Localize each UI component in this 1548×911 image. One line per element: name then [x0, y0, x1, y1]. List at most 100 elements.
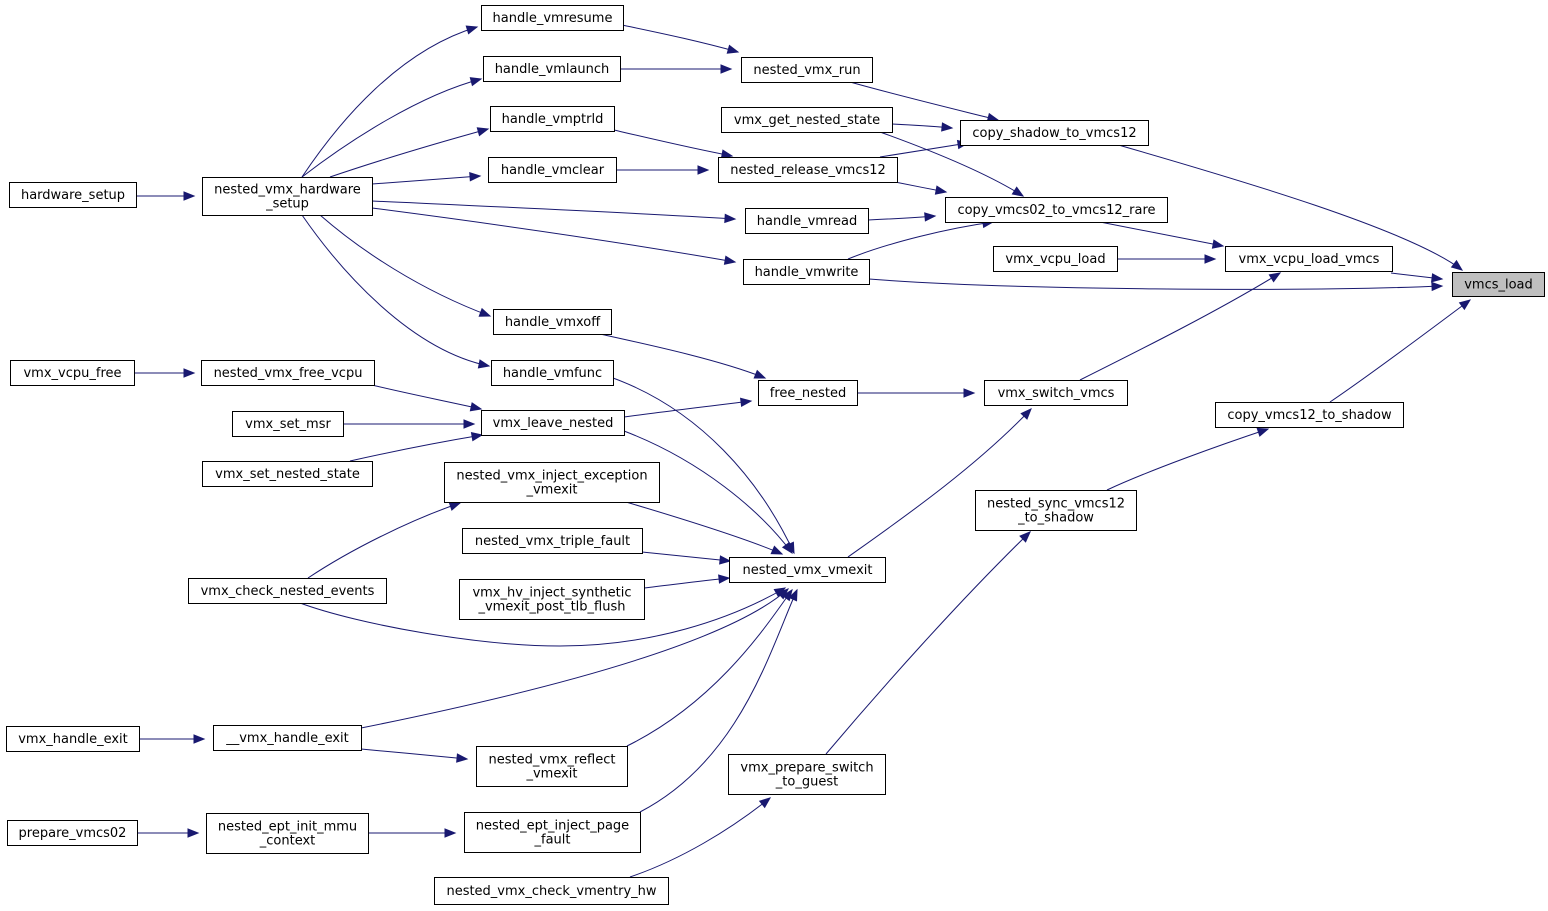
arrow-head-icon	[470, 432, 484, 442]
node-box	[434, 877, 669, 905]
node-box	[459, 579, 645, 620]
node-prepare_vmcs02[interactable]: prepare_vmcs02	[7, 820, 138, 846]
node-label: copy_vmcs02_to_vmcs12_rare	[957, 203, 1155, 218]
node-free_nested[interactable]: free_nested	[758, 380, 858, 406]
edge-nested_sync_vmcs12_to_shadow-to-copy_vmcs12_to_shadow	[1106, 427, 1270, 491]
node-label: vmx_set_nested_state	[215, 467, 360, 482]
node-nested_vmx_run[interactable]: nested_vmx_run	[741, 57, 873, 83]
edge-vmx_set_msr-to-vmx_leave_nested	[343, 419, 476, 429]
arrow-head-icon	[1431, 273, 1444, 283]
node-nested_vmx_triple_fault[interactable]: nested_vmx_triple_fault	[462, 528, 643, 554]
node-copy_vmcs02_to_vmcs12_rare[interactable]: copy_vmcs02_to_vmcs12_rare	[945, 197, 1168, 223]
arrow-head-icon	[463, 419, 476, 429]
node-label: nested_vmx_free_vcpu	[214, 366, 363, 381]
node-label: nested_vmx_check_vmentry_hw	[446, 884, 656, 899]
edge-vmx_hv_inject_synthetic_vmexit_post_tlb_flush-to-nested_vmx_vmexit	[643, 574, 731, 589]
node-vmx_get_nested_state[interactable]: vmx_get_nested_state	[721, 107, 893, 133]
node-label: handle_vmptrld	[502, 112, 604, 127]
node-vmx_leave_nested[interactable]: vmx_leave_nested	[481, 410, 625, 436]
edge-line	[825, 531, 1031, 755]
arrow-head-icon	[1204, 254, 1217, 264]
edge-line	[301, 214, 490, 367]
edge-copy_vmcs02_to_vmcs12_rare-to-vmx_vcpu_load_vmcs	[1099, 221, 1225, 249]
edge-line	[301, 26, 478, 178]
node-handle_vmfunc[interactable]: handle_vmfunc	[491, 360, 614, 386]
node-handle_vmread[interactable]: handle_vmread	[745, 208, 869, 234]
node-nested_vmx_check_vmentry_hw[interactable]: nested_vmx_check_vmentry_hw	[434, 877, 669, 905]
node-vmx_set_nested_state[interactable]: vmx_set_nested_state	[202, 461, 373, 487]
node-vmx_vcpu_free[interactable]: vmx_vcpu_free	[10, 360, 135, 386]
node-nested_vmx_vmexit[interactable]: nested_vmx_vmexit	[729, 557, 886, 583]
node-box	[6, 726, 140, 752]
node-vmcs_load[interactable]: vmcs_load	[1452, 272, 1545, 297]
edge-handle_vmresume-to-nested_vmx_run	[621, 24, 740, 54]
edge-vmx_leave_nested-to-free_nested	[623, 397, 753, 418]
node-copy_shadow_to_vmcs12[interactable]: copy_shadow_to_vmcs12	[960, 120, 1149, 146]
arrow-head-icon	[1256, 427, 1270, 437]
arrow-head-icon	[788, 588, 798, 602]
node-label: handle_vmresume	[493, 11, 613, 26]
node-label: nested_vmx_hardware	[214, 183, 361, 198]
node-box	[232, 411, 344, 437]
node-vmx_set_msr[interactable]: vmx_set_msr	[232, 411, 344, 437]
edge-vmx_switch_vmcs-to-vmx_vcpu_load_vmcs	[1079, 272, 1282, 381]
node-handle_vmresume[interactable]: handle_vmresume	[481, 5, 624, 31]
node-nested_vmx_inject_exception_vmexit[interactable]: nested_vmx_inject_exception_vmexit	[444, 462, 660, 503]
node-nested_release_vmcs12[interactable]: nested_release_vmcs12	[718, 157, 898, 183]
arrow-head-icon	[183, 191, 196, 201]
node-label: vmcs_load	[1464, 278, 1533, 293]
edge-line	[639, 589, 798, 813]
node-hardware_setup[interactable]: hardware_setup	[9, 182, 137, 208]
node-vmx_prepare_switch_to_guest[interactable]: vmx_prepare_switch_to_guest	[728, 754, 886, 795]
edge-vmx_get_nested_state-to-copy_vmcs02_to_vmcs12_rare	[879, 131, 1025, 197]
node-box	[202, 461, 373, 487]
edge-nested_vmx_reflect_vmexit-to-nested_vmx_vmexit	[626, 588, 793, 747]
node-box	[476, 746, 628, 787]
node-label: _to_shadow	[1017, 511, 1094, 526]
edge-line	[623, 430, 793, 554]
node-box	[188, 578, 387, 604]
node-box	[745, 208, 869, 234]
arrow-head-icon	[465, 25, 479, 35]
edge-line	[1329, 299, 1471, 403]
node-nested_sync_vmcs12_to_shadow[interactable]: nested_sync_vmcs12_to_shadow	[975, 490, 1137, 531]
edge-handle_vmwrite-to-copy_vmcs02_to_vmcs12_rare	[847, 218, 995, 260]
node-vmx_check_nested_events[interactable]: vmx_check_nested_events	[188, 578, 387, 604]
node-box	[741, 57, 873, 83]
node-copy_vmcs12_to_shadow[interactable]: copy_vmcs12_to_shadow	[1215, 402, 1404, 428]
arrow-head-icon	[469, 77, 483, 87]
node-handle_vmxoff[interactable]: handle_vmxoff	[493, 309, 612, 335]
node-label: vmx_vcpu_load	[1005, 252, 1105, 267]
node-handle_vmptrld[interactable]: handle_vmptrld	[490, 106, 615, 132]
node-label: vmx_check_nested_events	[201, 584, 375, 599]
node-nested_vmx_reflect_vmexit[interactable]: nested_vmx_reflect_vmexit	[476, 746, 628, 787]
edge-nested_ept_init_mmu_context-to-nested_ept_inject_page_fault	[367, 828, 457, 838]
node-vmx_hv_inject_synthetic_vmexit_post_tlb_flush[interactable]: vmx_hv_inject_synthetic_vmexit_post_tlb_…	[459, 579, 645, 620]
node-vmx_vcpu_load[interactable]: vmx_vcpu_load	[993, 246, 1118, 272]
edge-line	[879, 131, 1024, 197]
edge-line	[349, 434, 483, 462]
edge-vmx_handle_exit-to-__vmx_handle_exit	[139, 734, 206, 744]
edge-line	[307, 502, 461, 579]
node-vmx_vcpu_load_vmcs[interactable]: vmx_vcpu_load_vmcs	[1225, 246, 1393, 272]
edge-line	[1099, 221, 1224, 247]
node-handle_vmwrite[interactable]: handle_vmwrite	[743, 259, 870, 285]
node-handle_vmclear[interactable]: handle_vmclear	[488, 157, 617, 183]
node-label: free_nested	[770, 386, 847, 401]
node-__vmx_handle_exit[interactable]: __vmx_handle_exit	[213, 725, 362, 751]
node-nested_ept_init_mmu_context[interactable]: nested_ept_init_mmu_context	[206, 813, 369, 854]
arrow-head-icon	[963, 388, 976, 398]
node-box	[960, 120, 1149, 146]
edge-nested_vmx_hardware_setup-to-handle_vmxoff	[319, 214, 492, 317]
node-label: handle_vmread	[757, 214, 857, 229]
node-vmx_switch_vmcs[interactable]: vmx_switch_vmcs	[984, 380, 1128, 406]
graph-edges	[134, 24, 1472, 878]
node-handle_vmlaunch[interactable]: handle_vmlaunch	[483, 56, 621, 82]
node-nested_vmx_hardware_setup[interactable]: nested_vmx_hardware_setup	[202, 177, 373, 216]
node-vmx_handle_exit[interactable]: vmx_handle_exit	[6, 726, 140, 752]
node-nested_vmx_free_vcpu[interactable]: nested_vmx_free_vcpu	[201, 360, 375, 386]
node-label: copy_shadow_to_vmcs12	[972, 126, 1136, 141]
node-box	[213, 725, 362, 751]
node-label: prepare_vmcs02	[19, 826, 127, 841]
node-nested_ept_inject_page_fault[interactable]: nested_ept_inject_page_fault	[464, 812, 641, 853]
